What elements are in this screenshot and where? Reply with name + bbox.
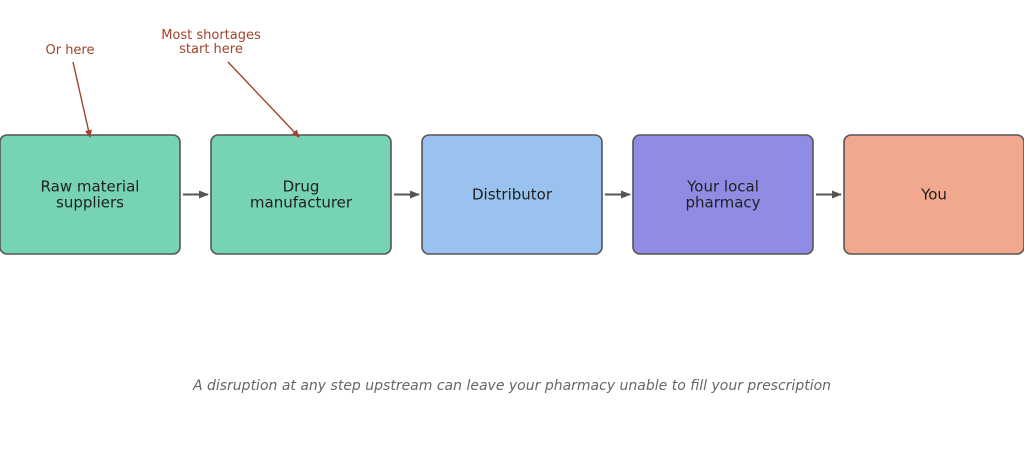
step-label: Raw material xyxy=(41,178,140,196)
step-box xyxy=(421,134,603,255)
step-label: Distributor xyxy=(472,186,553,204)
annotation-arrow xyxy=(227,61,300,138)
step-label: suppliers xyxy=(56,194,124,212)
step-label: Drug xyxy=(283,178,320,196)
step-label: pharmacy xyxy=(685,194,760,212)
step-you: You xyxy=(843,134,1024,255)
step-distributor: Distributor xyxy=(421,134,603,255)
diagram-caption: A disruption at any step upstream can le… xyxy=(192,378,831,394)
annotation-label: Most shortages xyxy=(161,28,261,43)
annotation-label: start here xyxy=(179,42,243,57)
annotation-or-here: Or here xyxy=(45,43,95,138)
step-label: Your local xyxy=(686,178,759,196)
step-box xyxy=(843,134,1024,255)
step-box xyxy=(632,134,814,255)
annotation-arrow xyxy=(72,61,92,138)
step-box xyxy=(210,134,392,255)
annotation-label: Or here xyxy=(45,43,94,58)
step-label: manufacturer xyxy=(250,194,353,212)
step-label: You xyxy=(920,186,947,204)
